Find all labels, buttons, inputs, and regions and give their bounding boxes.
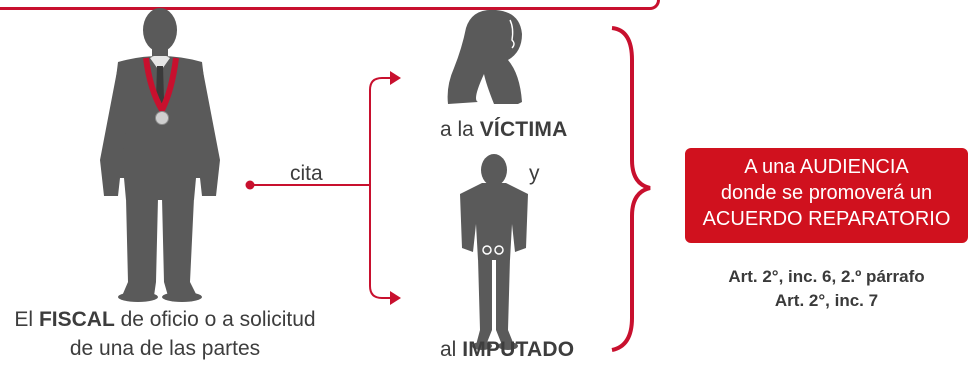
- fiscal-line1-prefix: El: [14, 308, 39, 331]
- conjunction-label: y: [529, 162, 540, 185]
- fiscal-figure-icon: [100, 8, 220, 302]
- fiscal-name: FISCAL: [38, 308, 115, 331]
- medal-icon: [155, 111, 169, 125]
- cita-label: cita: [290, 162, 323, 185]
- victim-label: a la VÍCTIMA: [440, 118, 567, 142]
- arrow-to-victim-icon: [390, 71, 401, 85]
- accused-label: al IMPUTADO: [440, 338, 574, 362]
- arrow-to-accused-icon: [390, 291, 401, 305]
- outcome-box: A una AUDIENCIA donde se promoverá un AC…: [685, 148, 968, 243]
- top-frame-border: [0, 0, 660, 10]
- handcuffs-icon: [482, 245, 504, 255]
- fiscal-line1-suffix: de oficio o a solicitud: [114, 308, 316, 331]
- outcome-line2: donde se promoverá un: [720, 182, 933, 204]
- legal-ref-1: Art. 2°, inc. 6, 2.º párrafo: [728, 267, 925, 286]
- fiscal-shirt: [150, 56, 170, 72]
- accused-prefix: al: [440, 338, 463, 361]
- medal-ribbon: [143, 57, 179, 117]
- outcome-line3: ACUERDO REPARATORIO: [702, 208, 951, 230]
- legal-references: Art. 2°, inc. 6, 2.º párrafo Art. 2°, in…: [685, 265, 968, 313]
- legal-ref-2: Art. 2°, inc. 7: [774, 291, 879, 310]
- grouping-brace: [611, 26, 651, 352]
- fiscal-caption-line1: El FISCAL de oficio o a solicitud: [0, 305, 330, 334]
- victim-figure-icon: [447, 9, 522, 104]
- connector-lines: [250, 77, 392, 299]
- victim-prefix: a la: [440, 118, 480, 141]
- fiscal-caption: El FISCAL de oficio o a solicitud de una…: [0, 305, 330, 363]
- outcome-line1: A una AUDIENCIA: [744, 156, 909, 178]
- victim-name: VÍCTIMA: [479, 118, 568, 141]
- accused-figure-icon: [460, 154, 528, 350]
- accused-name: IMPUTADO: [462, 338, 575, 361]
- connector-dot: [245, 180, 255, 190]
- fiscal-caption-line2: de una de las partes: [69, 337, 261, 360]
